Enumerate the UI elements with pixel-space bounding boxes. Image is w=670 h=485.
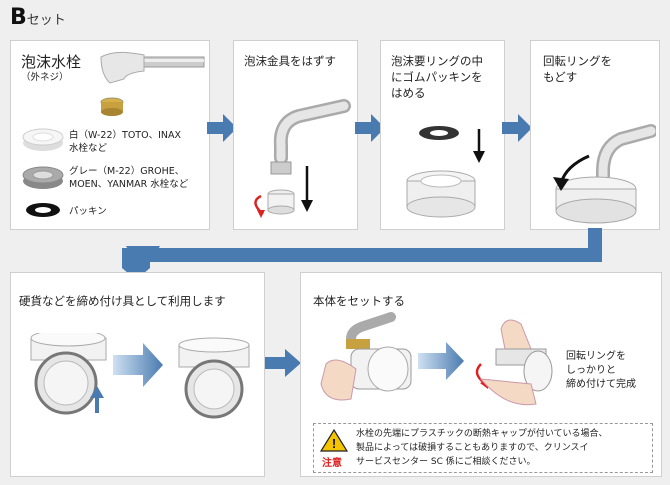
- packing-label: パッキン: [69, 206, 107, 217]
- packing-illustration: [26, 203, 60, 217]
- panel-remove-aerator: 泡沫金具をはずす: [233, 40, 358, 230]
- faucet-illustration: [100, 51, 205, 84]
- warning-icon: !: [320, 428, 348, 452]
- gray-ring-illustration: [22, 166, 64, 189]
- white-ring-illustration: [22, 128, 64, 151]
- set-body-illustration: [320, 312, 553, 406]
- panel-parts: 泡沫水栓 （外ネジ） 白（W-22）TOTO、INAX 水栓など グレー（M-2…: [10, 40, 210, 230]
- caution-text: 水栓の先端にプラスチックの断熱キャップが付いている場合、 製品によっては破損する…: [356, 429, 608, 467]
- panel-set-body-title: 本体をセットする: [313, 294, 405, 308]
- white-ring-label: 白（W-22）TOTO、INAX 水栓など: [69, 130, 182, 154]
- arrow-right-icon: [502, 114, 532, 142]
- section-letter: B: [10, 5, 27, 30]
- insert-packing-illustration: [406, 126, 485, 218]
- arrow-right-icon: [207, 114, 237, 142]
- panel-insert-packing-text: 泡沫要リングの中 にゴムパッキンを はめる: [391, 54, 483, 100]
- coin-tool-illustration: [30, 333, 250, 419]
- aerator-illustration: [100, 97, 124, 116]
- panel-remove-aerator-title: 泡沫金具をはずす: [244, 54, 336, 68]
- section-suffix: セット: [26, 13, 66, 28]
- section-header: Bセット: [10, 5, 66, 30]
- gray-ring-label: グレー（M-22）GROHE、 MOEN、YANMAR 水栓など: [69, 166, 189, 190]
- remove-aerator-illustration: [254, 99, 351, 218]
- panel-return-ring-text: 回転リングを もどす: [543, 54, 612, 84]
- caution-box: ! 注意 水栓の先端にプラスチックの断熱キャップが付いている場合、 製品によって…: [313, 423, 653, 473]
- arrow-right-icon: [355, 114, 385, 142]
- panel-coin-tool: 硬貨などを締め付け具として利用します: [10, 272, 265, 477]
- caution-label: 注意: [322, 458, 342, 469]
- panel-set-body: 本体をセットする 回転リングを しっかりと 締め付けて完成 ! 注意 水栓の先端…: [300, 272, 662, 477]
- panel-parts-subtitle: （外ネジ）: [21, 72, 69, 83]
- panel-set-body-side-text: 回転リングを しっかりと 締め付けて完成: [566, 351, 636, 390]
- panel-coin-tool-title: 硬貨などを締め付け具として利用します: [19, 294, 226, 308]
- svg-text:!: !: [332, 436, 336, 451]
- connector-arrow-icon: [122, 228, 602, 280]
- arrow-right-icon: [265, 349, 301, 377]
- panel-insert-packing: 泡沫要リングの中 にゴムパッキンを はめる: [380, 40, 505, 230]
- panel-parts-title: 泡沫水栓: [21, 53, 82, 71]
- panel-return-ring: 回転リングを もどす: [530, 40, 660, 230]
- return-ring-illustration: [553, 124, 656, 224]
